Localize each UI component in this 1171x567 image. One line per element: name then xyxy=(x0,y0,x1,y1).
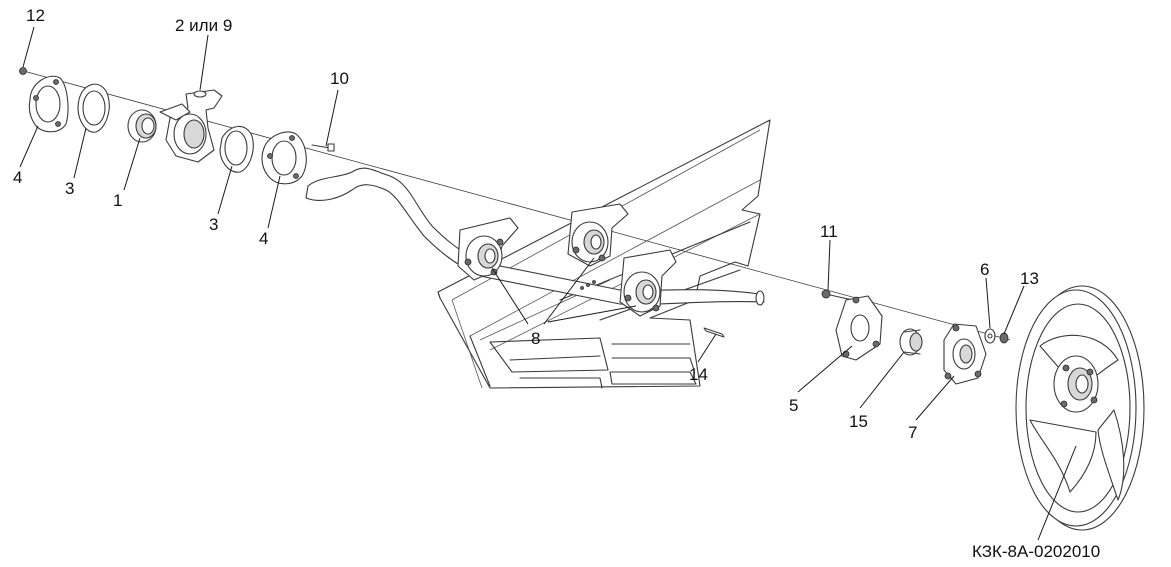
callout-14: 14 xyxy=(689,365,708,384)
callout-11: 11 xyxy=(820,222,838,241)
nut-13 xyxy=(999,332,1009,344)
bolt-10 xyxy=(311,143,335,152)
shaft xyxy=(305,167,765,306)
callout-4-left: 4 xyxy=(13,168,22,187)
housing-8-second xyxy=(567,203,629,267)
bushing-15 xyxy=(899,328,923,356)
callouts: 12 2 или 9 10 4 3 1 3 4 8 11 6 13 14 5 1… xyxy=(13,6,1039,442)
callout-13: 13 xyxy=(1020,269,1039,288)
washer-6 xyxy=(984,328,996,344)
housing-8-first xyxy=(457,217,519,281)
gasket-4-right xyxy=(261,131,307,185)
callout-3-right: 3 xyxy=(209,215,218,234)
flange-7 xyxy=(943,323,987,385)
small-bolts xyxy=(580,280,596,290)
callout-8: 8 xyxy=(531,329,540,348)
leader-lines xyxy=(19,26,1077,541)
bearing-1 xyxy=(127,109,157,143)
flange-5 xyxy=(835,295,883,361)
callout-2-or-9: 2 или 9 xyxy=(175,16,232,35)
callout-12: 12 xyxy=(26,6,45,25)
callout-6: 6 xyxy=(980,260,989,279)
key-14 xyxy=(703,327,725,338)
callout-10: 10 xyxy=(330,69,349,88)
callout-3-left: 3 xyxy=(65,179,74,198)
gasket-3-left xyxy=(77,83,110,133)
callout-4-right: 4 xyxy=(259,229,268,248)
callout-15: 15 xyxy=(849,412,868,431)
housing-8-third xyxy=(619,249,677,317)
housing-2-or-9-left xyxy=(159,89,223,163)
nut-12 xyxy=(19,67,27,75)
gasket-3-right xyxy=(219,125,254,173)
callout-5: 5 xyxy=(789,396,798,415)
pulley xyxy=(1015,285,1145,531)
gasket-4-left xyxy=(28,75,69,133)
drawing-code: КЗК-8А-0202010 xyxy=(972,542,1100,561)
callout-1: 1 xyxy=(113,191,122,210)
callout-7: 7 xyxy=(908,423,917,442)
